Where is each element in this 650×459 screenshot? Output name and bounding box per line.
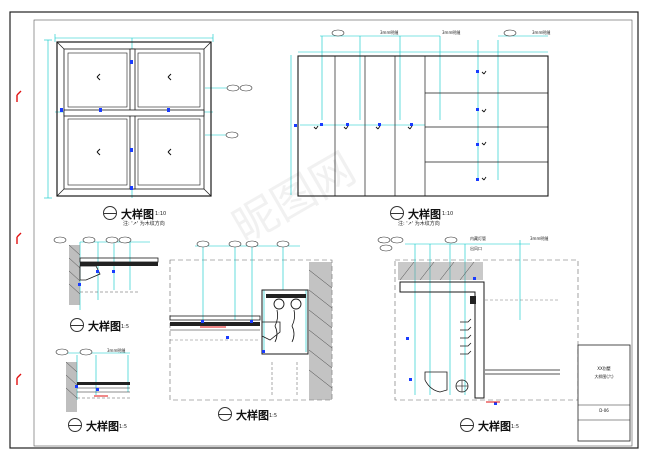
detail-3-section bbox=[53, 236, 159, 310]
detail-index-icon bbox=[70, 318, 84, 332]
detail-scale: 1:5 bbox=[269, 413, 278, 419]
detail-note: 注: '↗' 为木纹方向 bbox=[398, 221, 440, 227]
title-block bbox=[577, 344, 631, 442]
annotation-light-tube: 内藏灯管 bbox=[470, 236, 486, 241]
detail-note: 注: '↗' 为木纹方向 bbox=[123, 221, 165, 227]
detail-6-light-cove-section bbox=[377, 236, 579, 405]
detail-2-cabinet-elevation bbox=[290, 29, 549, 197]
annotation-joint: 3mm明缝 bbox=[442, 30, 461, 35]
detail-title: 大样图 bbox=[478, 420, 511, 433]
detail-index-icon bbox=[218, 407, 232, 421]
detail-index-icon bbox=[390, 206, 404, 220]
title-block-drawing-name: 大样图(六) bbox=[594, 374, 614, 379]
annotation-joint: 3mm明缝 bbox=[380, 30, 399, 35]
watermark: 昵图网 bbox=[224, 143, 364, 253]
detail-index-icon bbox=[460, 418, 474, 432]
detail-scale: 1:5 bbox=[511, 424, 520, 430]
detail-scale: 1:10 bbox=[442, 211, 454, 217]
detail-title: 大样图 bbox=[121, 208, 154, 221]
detail-title: 大样图 bbox=[88, 320, 121, 333]
title-block-project: XX别墅 bbox=[597, 366, 611, 371]
detail-index-icon bbox=[103, 206, 117, 220]
detail-scale: 1:5 bbox=[119, 424, 128, 430]
title-block-sheet-number: D-06 bbox=[599, 408, 609, 413]
annotation-joint: 3mm明缝 bbox=[532, 30, 551, 35]
detail-5-curtain-box-section bbox=[169, 240, 333, 401]
detail-scale: 1:10 bbox=[155, 211, 167, 217]
detail-title: 大样图 bbox=[408, 208, 441, 221]
margin-mark-icon bbox=[16, 90, 22, 385]
detail-index-icon bbox=[68, 418, 82, 432]
inner-border bbox=[33, 19, 633, 447]
annotation-air-outlet: 出风口 bbox=[470, 246, 482, 251]
annotation-joint: 3mm明缝 bbox=[107, 348, 126, 353]
detail-scale: 1:5 bbox=[121, 324, 130, 330]
detail-4-section bbox=[55, 348, 130, 412]
outer-border bbox=[9, 11, 639, 449]
detail-title: 大样图 bbox=[86, 420, 119, 433]
annotation-joint: 3mm明缝 bbox=[530, 236, 549, 241]
detail-1-window-elevation bbox=[44, 34, 253, 199]
detail-title: 大样图 bbox=[236, 409, 269, 422]
